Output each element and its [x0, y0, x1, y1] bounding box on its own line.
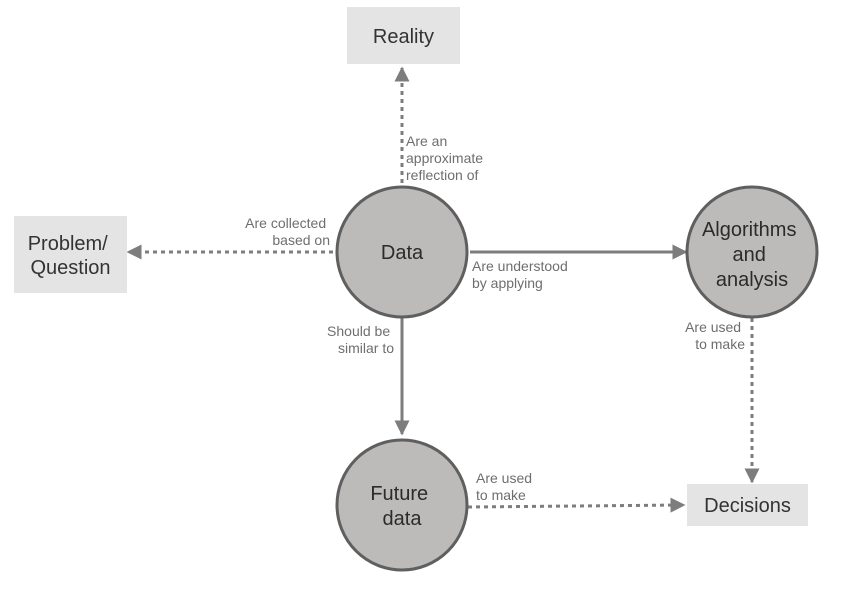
node-problem-question-box	[14, 216, 127, 293]
node-algorithms-analysis: Algorithms and analysis	[685, 185, 819, 319]
node-problem-question-label: Problem/ Question	[28, 233, 114, 279]
node-algorithms-analysis-circle	[685, 185, 819, 319]
arrow-future-to-decisions	[467, 497, 686, 513]
edge-algorithms-to-decisions: Are used to make	[685, 318, 760, 484]
node-future-data-circle	[335, 438, 469, 572]
node-data-label: Data	[381, 242, 424, 264]
edge-label-algorithms-to-decisions: Are used to make	[685, 319, 745, 352]
node-decisions-box	[687, 484, 808, 526]
edge-label-data-to-algorithms: Are understood by applying	[472, 258, 572, 291]
edge-label-data-to-future: Should be similar to	[327, 323, 394, 356]
node-reality-label: Reality	[373, 26, 434, 48]
node-reality-box	[347, 7, 460, 64]
edge-data-to-problem: Are collected based on	[126, 215, 333, 260]
edge-data-to-future: Should be similar to	[327, 318, 410, 436]
node-reality: Reality	[347, 7, 460, 64]
node-future-data-label: Future data	[370, 483, 433, 530]
edge-label-data-to-problem: Are collected based on	[245, 215, 330, 248]
node-decisions: Decisions	[687, 484, 808, 526]
node-decisions-label: Decisions	[704, 495, 791, 517]
node-problem-question: Problem/ Question	[14, 216, 127, 293]
edge-data-to-reality: Are an approximate reflection of	[394, 66, 487, 183]
node-data-circle	[335, 185, 469, 319]
edge-label-data-to-reality: Are an approximate reflection of	[406, 133, 487, 183]
edge-data-to-algorithms: Are understood by applying	[470, 244, 688, 291]
node-algorithms-analysis-label: Algorithms and analysis	[702, 219, 802, 291]
node-future-data: Future data	[335, 438, 469, 572]
node-data: Data	[335, 185, 469, 319]
edge-future-to-decisions: Are used to make	[467, 470, 686, 513]
edge-label-future-to-decisions: Are used to make	[476, 470, 536, 503]
